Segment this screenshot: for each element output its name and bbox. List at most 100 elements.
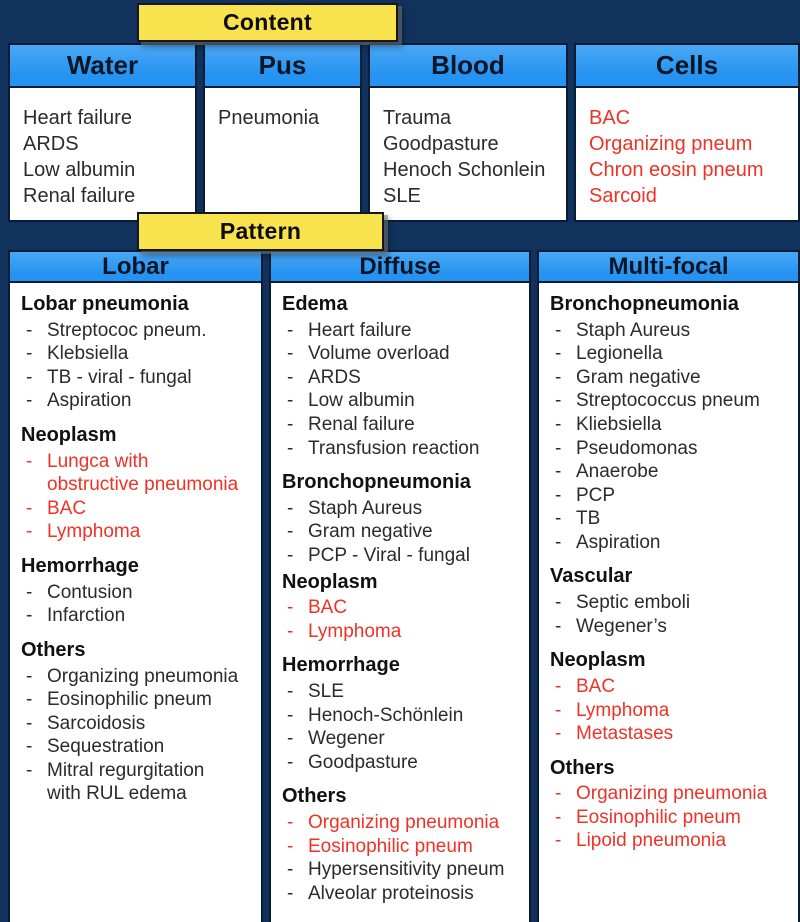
column-header-lobar: Lobar (8, 250, 263, 283)
dash-bullet: - (26, 736, 33, 758)
list-item: Sarcoid (589, 185, 657, 207)
column-body-diffuse: Edema-Heart failure-Volume overload-ARDS… (269, 283, 531, 922)
list-item: Heart failure (23, 107, 132, 129)
dash-bullet: - (26, 521, 33, 543)
dash-bullet: - (287, 413, 294, 435)
list-item: -Eosinophilic pneum (282, 835, 525, 859)
list-item-text: Goodpasture (308, 751, 418, 773)
list-item: -Mitral regurgitation with RUL edema (21, 759, 257, 806)
column-body-multi-focal: Bronchopneumonia-Staph Aureus-Legionella… (537, 283, 800, 922)
dash-bullet: - (287, 497, 294, 519)
list-item: Low albumin (23, 159, 136, 181)
list-item-text: Metastases (576, 723, 674, 745)
list-item: -BAC (21, 497, 257, 521)
list-item-text: Infarction (47, 605, 126, 627)
list-item-text: Streptococ pneum. (47, 319, 207, 341)
group-title-edema: Edema (282, 293, 348, 315)
list-item-text: Anaerobe (576, 461, 659, 483)
dash-bullet: - (287, 437, 294, 459)
list-item: -SLE (282, 680, 525, 704)
dash-bullet: - (287, 859, 294, 881)
list-item: -Low albumin (282, 389, 525, 413)
list-item: -Gram negative (550, 366, 794, 390)
list-item: -Alveolar proteinosis (282, 882, 525, 906)
pattern-tab-label: Pattern (219, 218, 302, 244)
list-item-text: Klebsiella (47, 343, 129, 365)
list-item-text: Contusion (47, 581, 133, 603)
dash-bullet: - (555, 830, 562, 852)
dash-bullet: - (555, 366, 562, 388)
dash-bullet: - (555, 806, 562, 828)
group-title-bronchopneumonia: Bronchopneumonia (550, 293, 739, 315)
list-item: -Streptococcus pneum (550, 389, 794, 413)
list-item: -Organizing pneumonia (282, 811, 525, 835)
list-item-text: Hypersensitivity pneum (308, 859, 505, 881)
list-item-text: Kliebsiella (576, 413, 662, 435)
group-title-lobar-pneumonia: Lobar pneumonia (21, 293, 189, 315)
group-title-hemorrhage: Hemorrhage (282, 654, 400, 677)
column-header-diffuse: Diffuse (269, 250, 531, 283)
list-item: -Klebsiella (21, 342, 257, 366)
list-item: -Aspiration (550, 531, 794, 555)
list-item-text: Transfusion reaction (308, 437, 480, 459)
list-item-text: Septic emboli (576, 592, 691, 614)
list-item-text: Lipoid pneumonia (576, 830, 727, 852)
list-item: -Volume overload (282, 342, 525, 366)
dash-bullet: - (555, 461, 562, 483)
dash-bullet: - (287, 620, 294, 642)
list-item-text: Gram negative (308, 521, 433, 543)
column-header-blood: Blood (368, 43, 568, 88)
list-item: -ARDS (282, 366, 525, 390)
list-item: -TB - viral - fungal (21, 366, 257, 390)
list-item: Henoch Schonlein (383, 159, 546, 181)
list-item: -Organizing pneumonia (21, 665, 257, 689)
list-item: Trauma (383, 107, 452, 129)
dash-bullet: - (555, 437, 562, 459)
list-item-text: BAC (308, 597, 348, 619)
list-item: -Contusion (21, 581, 257, 605)
list-item: -Henoch-Schönlein (282, 704, 525, 728)
dash-bullet: - (26, 689, 33, 711)
list-item-text: PCP (576, 484, 616, 506)
list-item: -Sarcoidosis (21, 712, 257, 736)
list-item-text: Pseudomonas (576, 437, 698, 459)
dash-bullet: - (555, 390, 562, 412)
list-item-text: Staph Aureus (308, 497, 423, 519)
group-title-hemorrhage: Hemorrhage (21, 554, 139, 577)
list-item-text: Alveolar proteinosis (308, 882, 474, 904)
list-item-text: Eosinophilic pneum (308, 835, 473, 857)
dash-bullet: - (287, 681, 294, 703)
list-item: Goodpasture (383, 133, 499, 155)
dash-bullet: - (26, 712, 33, 734)
list-item: -Staph Aureus (282, 497, 525, 521)
dash-bullet: - (555, 531, 562, 553)
list-item: -Lymphoma (550, 699, 794, 723)
dash-bullet: - (555, 484, 562, 506)
list-item: -Eosinophilic pneum (21, 688, 257, 712)
column-body-lobar: Lobar pneumonia-Streptococ pneum.-Klebsi… (8, 283, 263, 922)
list-item: -PCP (550, 484, 794, 508)
list-item: -Lungca with obstructive pneumonia (21, 450, 257, 497)
list-item-text: Sarcoidosis (47, 712, 146, 734)
dash-bullet: - (26, 759, 33, 781)
list-item-text: Volume overload (308, 343, 450, 365)
list-item-text: Organizing pneumonia (576, 783, 768, 805)
dash-bullet: - (287, 835, 294, 857)
dash-bullet: - (555, 319, 562, 341)
list-item-text: Lymphoma (576, 699, 670, 721)
list-item-text: Eosinophilic pneum (576, 806, 741, 828)
list-item-text: Sequestration (47, 736, 165, 758)
list-item: -BAC (550, 675, 794, 699)
dash-bullet: - (287, 521, 294, 543)
list-item: Chron eosin pneum (589, 159, 764, 181)
list-item: -Heart failure (282, 319, 525, 343)
dash-bullet: - (555, 343, 562, 365)
list-item-text: ARDS (308, 366, 361, 388)
dash-bullet: - (26, 390, 33, 412)
content-tab-label: Content (223, 9, 312, 35)
dash-bullet: - (555, 413, 562, 435)
